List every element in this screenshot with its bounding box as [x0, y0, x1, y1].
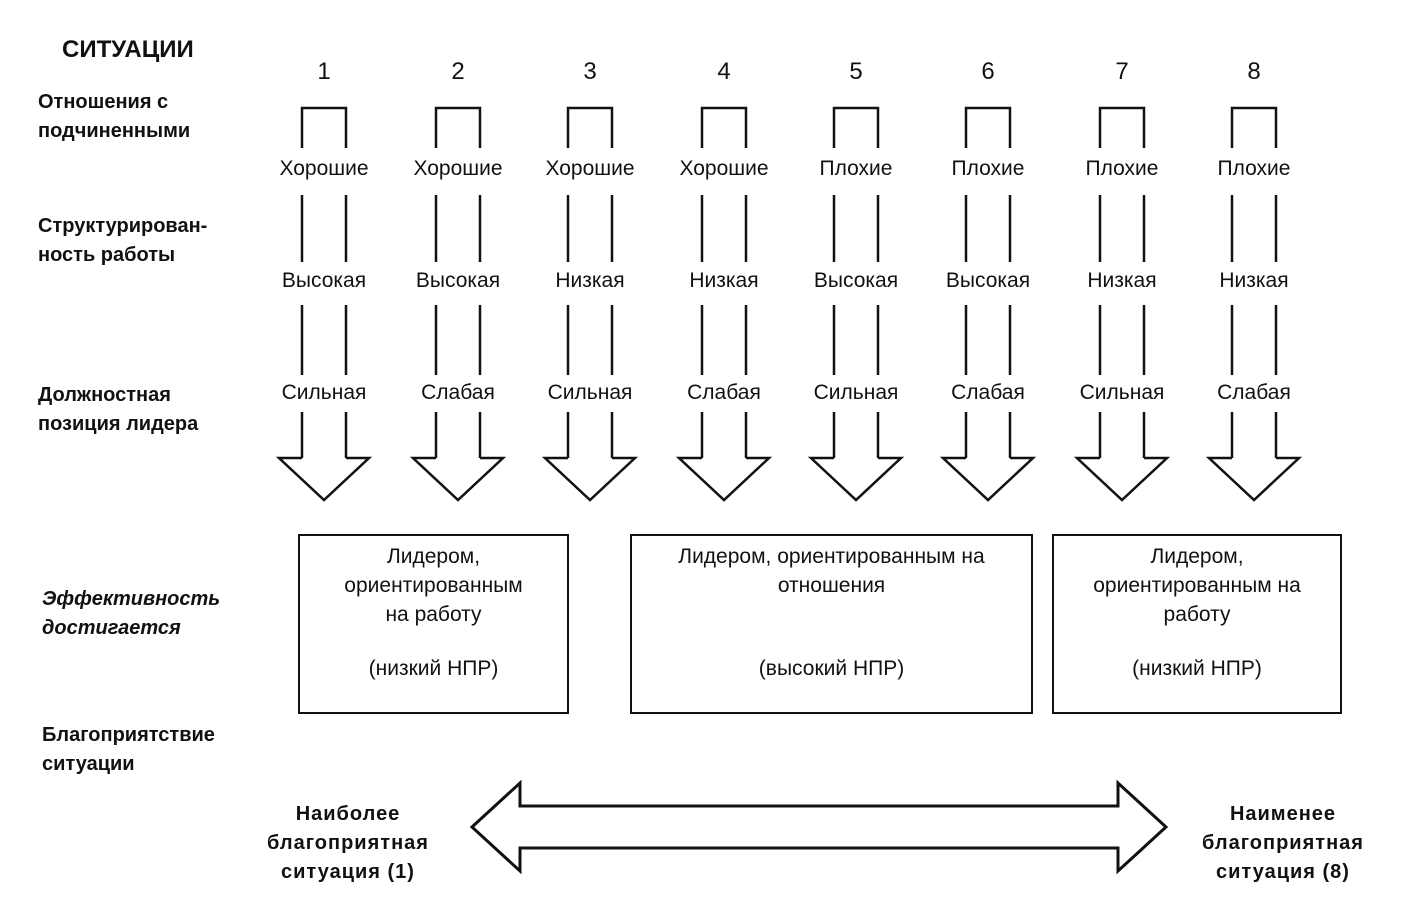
most-favorable-label: Наиболее благоприятная ситуация (1) — [267, 803, 429, 883]
situation-number: 4 — [717, 58, 731, 85]
relations-value: Плохие — [791, 156, 921, 182]
outcome-text: Лидером, ориентированным на отношения — [678, 545, 985, 597]
relations-value: Хорошие — [259, 156, 389, 182]
outcome-text: Лидером, ориентированным на работу — [344, 545, 523, 626]
position-value: Сильная — [525, 380, 655, 406]
outcome-npr: (низкий НПР) — [368, 657, 499, 680]
position-value: Слабая — [1189, 380, 1319, 406]
relations-value: Плохие — [1057, 156, 1187, 182]
position-value: Сильная — [1057, 380, 1187, 406]
position-value: Слабая — [923, 380, 1053, 406]
situation-arrow-7 — [1073, 106, 1171, 502]
outcome-box-relations: Лидером, ориентированным на отношения (в… — [630, 534, 1033, 714]
situation-number: 7 — [1115, 58, 1129, 85]
row-label-favorability: Благоприятствие ситуации — [42, 724, 215, 775]
situation-number: 6 — [981, 58, 995, 85]
situation-number: 5 — [849, 58, 863, 85]
situation-number: 1 — [317, 58, 331, 85]
situation-number: 3 — [583, 58, 597, 85]
row-label-structure: Структурирован- ность работы — [38, 215, 208, 266]
outcome-npr: (высокий НПР) — [758, 657, 905, 680]
structure-value: Высокая — [393, 268, 523, 294]
outcome-box-task-right: Лидером, ориентированным на работу (низк… — [1052, 534, 1342, 714]
relations-value: Хорошие — [659, 156, 789, 182]
structure-value: Низкая — [525, 268, 655, 294]
structure-value: Низкая — [1057, 268, 1187, 294]
structure-value: Высокая — [259, 268, 389, 294]
situation-arrow-2 — [409, 106, 507, 502]
position-value: Сильная — [791, 380, 921, 406]
situation-number: 8 — [1247, 58, 1261, 85]
situation-arrow-4 — [675, 106, 773, 502]
situation-arrow-6 — [939, 106, 1037, 502]
structure-value: Низкая — [659, 268, 789, 294]
position-value: Слабая — [659, 380, 789, 406]
least-favorable-label: Наименее благоприятная ситуация (8) — [1202, 803, 1364, 883]
row-label-position: Должностная позиция лидера — [38, 384, 199, 435]
relations-value: Плохие — [1189, 156, 1319, 182]
row-label-relations: Отношения с подчиненными — [38, 91, 191, 142]
structure-value: Высокая — [923, 268, 1053, 294]
structure-value: Низкая — [1189, 268, 1319, 294]
relations-value: Хорошие — [525, 156, 655, 182]
situation-number: 2 — [451, 58, 465, 85]
position-value: Слабая — [393, 380, 523, 406]
outcome-box-task-left: Лидером, ориентированным на работу (низк… — [298, 534, 569, 714]
relations-value: Хорошие — [393, 156, 523, 182]
situation-arrow-8 — [1205, 106, 1303, 502]
situation-arrow-5 — [807, 106, 905, 502]
situation-arrow-1 — [275, 106, 373, 502]
diagram-title: СИТУАЦИИ — [62, 36, 194, 63]
structure-value: Высокая — [791, 268, 921, 294]
position-value: Сильная — [259, 380, 389, 406]
relations-value: Плохие — [923, 156, 1053, 182]
outcome-npr: (низкий НПР) — [1132, 657, 1262, 680]
row-label-effectiveness: Эффективность достигается — [42, 588, 221, 639]
situation-arrow-3 — [541, 106, 639, 502]
outcome-text: Лидером, ориентированным на работу — [1093, 545, 1301, 626]
